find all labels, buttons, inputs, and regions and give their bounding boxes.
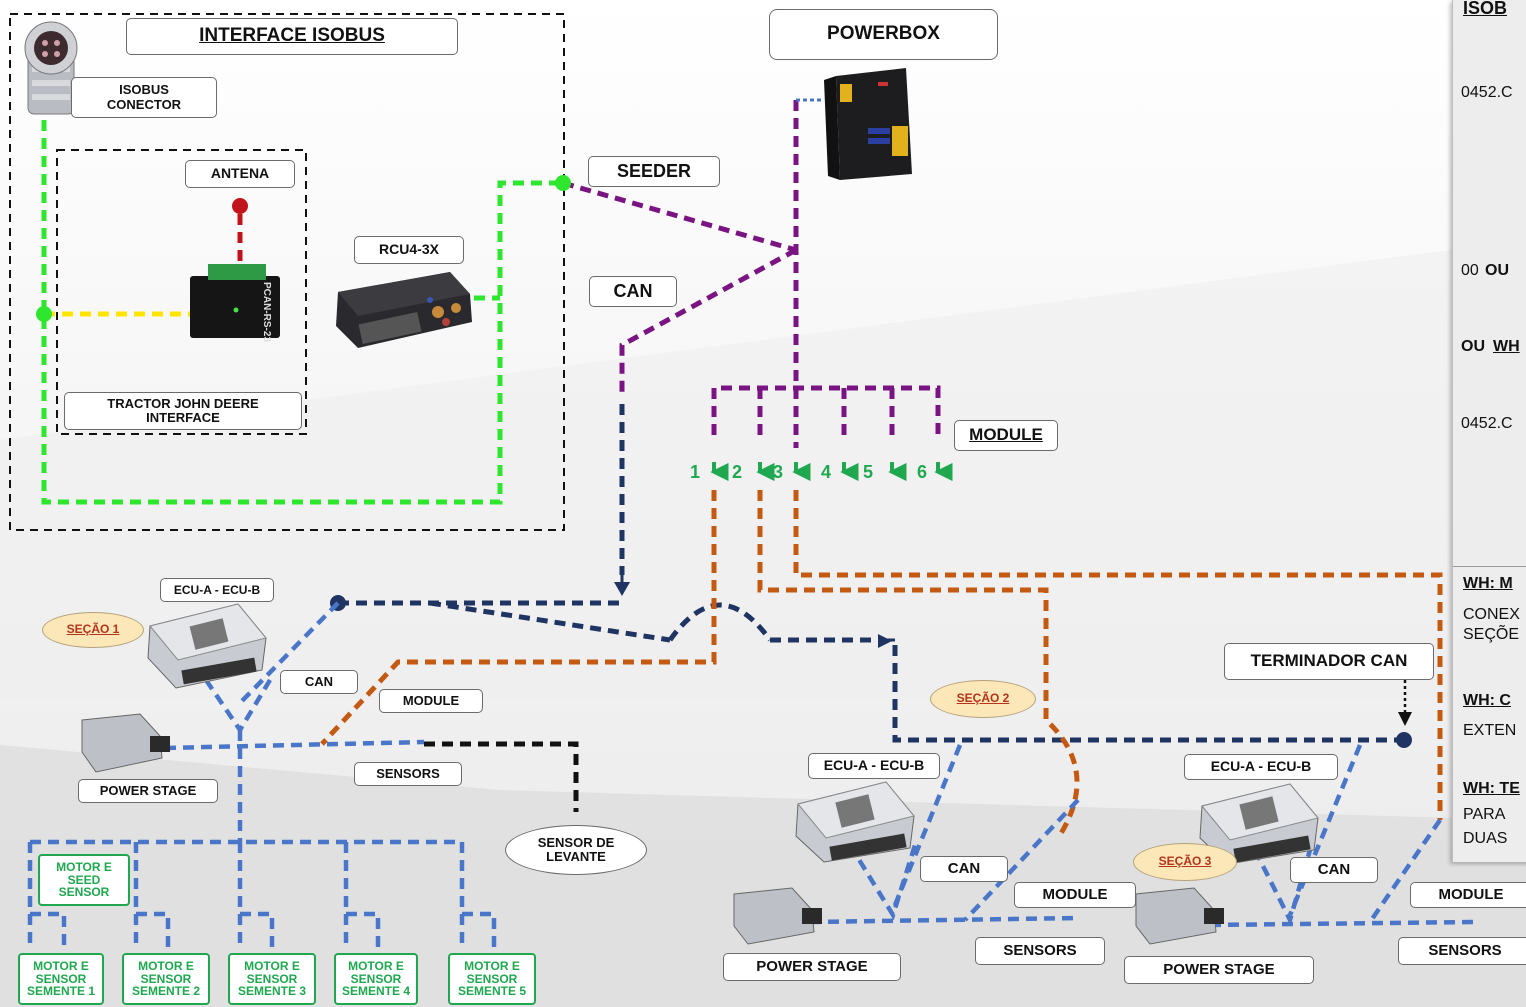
sensors-section3-label: SENSORS <box>1398 937 1526 965</box>
purple-wires <box>562 100 941 448</box>
motor-seed-sensor-label: MOTOR E SEED SENSOR <box>38 854 130 906</box>
ecu-section3-label: ECU-A - ECU-B <box>1184 754 1338 780</box>
power-stage-section2-image <box>733 887 822 945</box>
section2-blue-wires <box>809 744 1081 925</box>
module-number-3: 3 <box>773 462 784 482</box>
sensors-section1-label: SENSORS <box>354 762 462 786</box>
pcan-label: PCAN-RS-232 <box>261 282 272 342</box>
module-number-4: 4 <box>821 462 832 482</box>
legend-blue-text: 0452.C <box>1461 415 1513 432</box>
navy-can-trunk <box>338 404 1403 743</box>
module-number-2: 2 <box>732 462 743 482</box>
can-section3-label: CAN <box>1290 857 1378 883</box>
orange-module-wires <box>320 490 1443 837</box>
powerbox-image <box>824 68 912 180</box>
legend-wh-m-line1: CONEX <box>1463 606 1520 623</box>
secao-1-badge: SEÇÃO 1 <box>42 612 144 648</box>
section3-blue-wires <box>1209 744 1476 928</box>
legend-wh-c-line1: EXTEN <box>1463 722 1517 739</box>
ecu-section2-label: ECU-A - ECU-B <box>808 753 940 779</box>
motor-sensor-semente-3: MOTOR E SENSOR SEMENTE 3 <box>228 953 316 1005</box>
power-stage-section3-label: POWER STAGE <box>1124 956 1314 984</box>
rcu4-3x-label: RCU4-3X <box>354 236 464 264</box>
motor-sensor-semente-1: MOTOR E SENSOR SEMENTE 1 <box>18 953 104 1005</box>
legend-wh-m: WH: M <box>1463 575 1513 592</box>
legend-wh-c: WH: C <box>1463 692 1511 709</box>
green-junction <box>36 306 52 322</box>
legend-wh-t: WH: TE <box>1463 780 1520 797</box>
motor-sensor-semente-5: MOTOR E SENSOR SEMENTE 5 <box>448 953 536 1005</box>
secao-3-badge: SEÇÃO 3 <box>1133 843 1237 881</box>
ecu-section1-label: ECU-A - ECU-B <box>160 578 274 602</box>
legend-wh-m-line2: SEÇÕE <box>1463 626 1520 643</box>
can-section1-label: CAN <box>280 670 358 694</box>
can-label-top: CAN <box>589 276 677 307</box>
isobus-interface-frame <box>9 13 565 531</box>
section1-blue-wires <box>27 601 497 948</box>
module-arrows <box>710 462 953 482</box>
secao-2-badge: SEÇÃO 2 <box>930 680 1036 718</box>
seeder-label: SEEDER <box>588 156 720 187</box>
green-isobus-wires <box>41 120 563 505</box>
legend-orange-text-b: WH <box>1493 338 1520 355</box>
powerbox-title: POWERBOX <box>769 9 998 60</box>
tractor-interface-frame <box>56 149 307 435</box>
tractor-interface-label: TRACTOR JOHN DEERE INTERFACE <box>64 392 302 430</box>
terminador-can-label: TERMINADOR CAN <box>1224 643 1434 680</box>
module-section2-label: MODULE <box>1014 882 1136 908</box>
sensors-section2-label: SENSORS <box>975 937 1105 965</box>
module-section1-label: MODULE <box>379 689 483 713</box>
ecu-section3-image <box>1199 783 1319 865</box>
legend-panel: ISOB 0452.C 00 OU OU WH 0452.C WH: M CON… <box>1452 0 1526 862</box>
can-section2-label: CAN <box>920 856 1008 882</box>
antenna-tip <box>232 198 248 214</box>
module-section3-label: MODULE <box>1410 882 1526 908</box>
legend-green-text: 0452.C <box>1461 84 1513 101</box>
module-number-5: 5 <box>863 462 874 482</box>
legend-title: ISOB <box>1463 0 1508 18</box>
black-levante-wire <box>424 741 579 812</box>
isobus-connector-image <box>24 21 78 115</box>
ecu-section2-image <box>795 781 915 863</box>
power-stage-section1-label: POWER STAGE <box>78 779 218 803</box>
motor-sensor-semente-4: MOTOR E SENSOR SEMENTE 4 <box>334 953 418 1005</box>
ecu-section1-image <box>147 603 267 689</box>
legend-orange-text-a: OU <box>1461 338 1485 355</box>
power-stage-section2-label: POWER STAGE <box>723 953 901 981</box>
interface-isobus-title: INTERFACE ISOBUS <box>126 18 458 55</box>
isobus-connector-label: ISOBUS CONECTOR <box>71 77 217 118</box>
sensor-de-levante: SENSOR DE LEVANTE <box>505 825 647 875</box>
power-stage-section1-image <box>81 713 170 773</box>
legend-wh-t-line1: PARA <box>1463 806 1506 823</box>
module-number-6: 6 <box>917 462 928 482</box>
legend-purple-text-b: OU <box>1485 262 1509 279</box>
power-stage-section3-image <box>1135 887 1224 945</box>
rcu4-3x-image <box>336 272 472 348</box>
module-label-top: MODULE <box>954 420 1058 451</box>
antenna-label: ANTENA <box>185 160 295 188</box>
legend-purple-text-a: 00 <box>1461 262 1479 279</box>
pcan-rs232-image: PCAN-RS-232 <box>190 264 280 342</box>
motor-sensor-semente-2: MOTOR E SENSOR SEMENTE 2 <box>122 953 210 1005</box>
green-junction <box>555 175 571 191</box>
module-number-1: 1 <box>690 462 701 482</box>
legend-wh-t-line2: DUAS <box>1463 830 1508 847</box>
